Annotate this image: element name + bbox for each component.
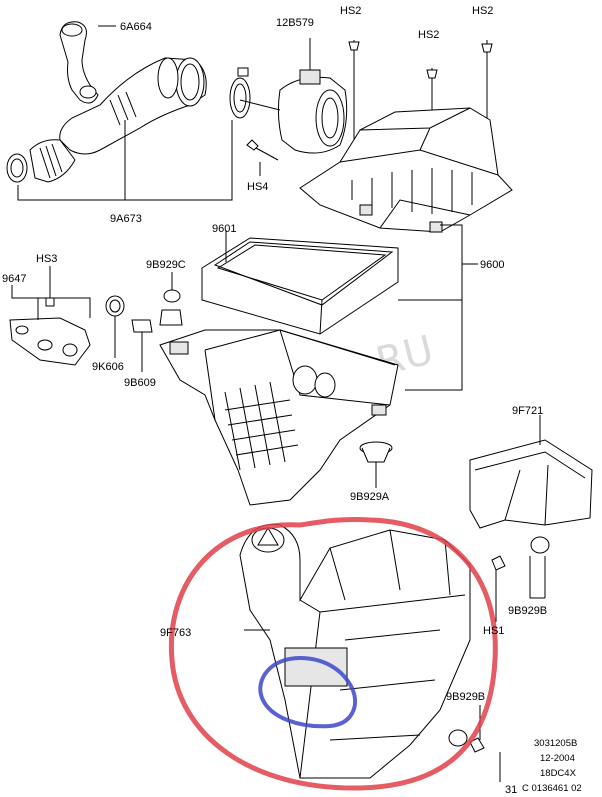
label-9600: 9600 — [480, 259, 504, 271]
clip-9b609 — [131, 319, 153, 372]
screw-hs4 — [246, 139, 279, 176]
grommet-9b929a — [359, 441, 393, 488]
label-hs3: HS3 — [36, 253, 57, 265]
label-9b929c: 9B929C — [146, 259, 186, 271]
label-9b929b-a: 9B929B — [508, 605, 547, 617]
label-9b929b-b: 9B929B — [446, 691, 485, 703]
label-9k606: 9K606 — [92, 361, 124, 373]
label-6a664: 6A664 — [120, 21, 152, 33]
label-hs1-partial: 31 — [505, 784, 517, 796]
label-9a673: 9A673 — [110, 213, 142, 225]
air-cleaner-lower-housing — [159, 329, 399, 506]
label-hs4: HS4 — [247, 181, 268, 193]
footer-line-1: 3031205B — [534, 738, 577, 749]
footer-line-2: 12-2004 — [540, 753, 575, 764]
screw-hs3 — [45, 266, 55, 307]
label-9f763: 9F763 — [160, 627, 191, 639]
bracket-9647 — [9, 285, 91, 366]
label-hs2-a: HS2 — [340, 5, 361, 17]
hose-assembly-9a673 — [6, 21, 251, 201]
filter-element-9601 — [201, 230, 399, 335]
label-9601: 9601 — [212, 223, 236, 235]
footer-line-4: C 0136461 02 — [522, 783, 582, 794]
label-9b929a: 9B929A — [350, 491, 390, 503]
air-cleaner-cover — [299, 107, 513, 233]
maf-sensor-12b579 — [239, 38, 348, 154]
blue-highlight-circle — [258, 655, 358, 729]
grommet-9k606 — [105, 295, 125, 358]
label-9f721: 9F721 — [512, 405, 543, 417]
label-hs1: HS1 — [483, 625, 504, 637]
label-12b579: 12B579 — [276, 17, 314, 29]
label-hs2-c: HS2 — [472, 5, 493, 17]
red-highlight-circle — [168, 516, 498, 791]
resonator-9f763 — [239, 523, 471, 779]
bracket-9600 — [398, 224, 478, 391]
label-hs2-b: HS2 — [418, 29, 439, 41]
label-9647: 9647 — [2, 273, 26, 285]
label-9b609: 9B609 — [124, 377, 156, 389]
grommets-9b929b — [448, 536, 550, 782]
footer-line-3: 18DC4X — [540, 768, 577, 779]
duct-9f721 — [469, 415, 593, 529]
grommet-9b929c — [159, 272, 183, 326]
